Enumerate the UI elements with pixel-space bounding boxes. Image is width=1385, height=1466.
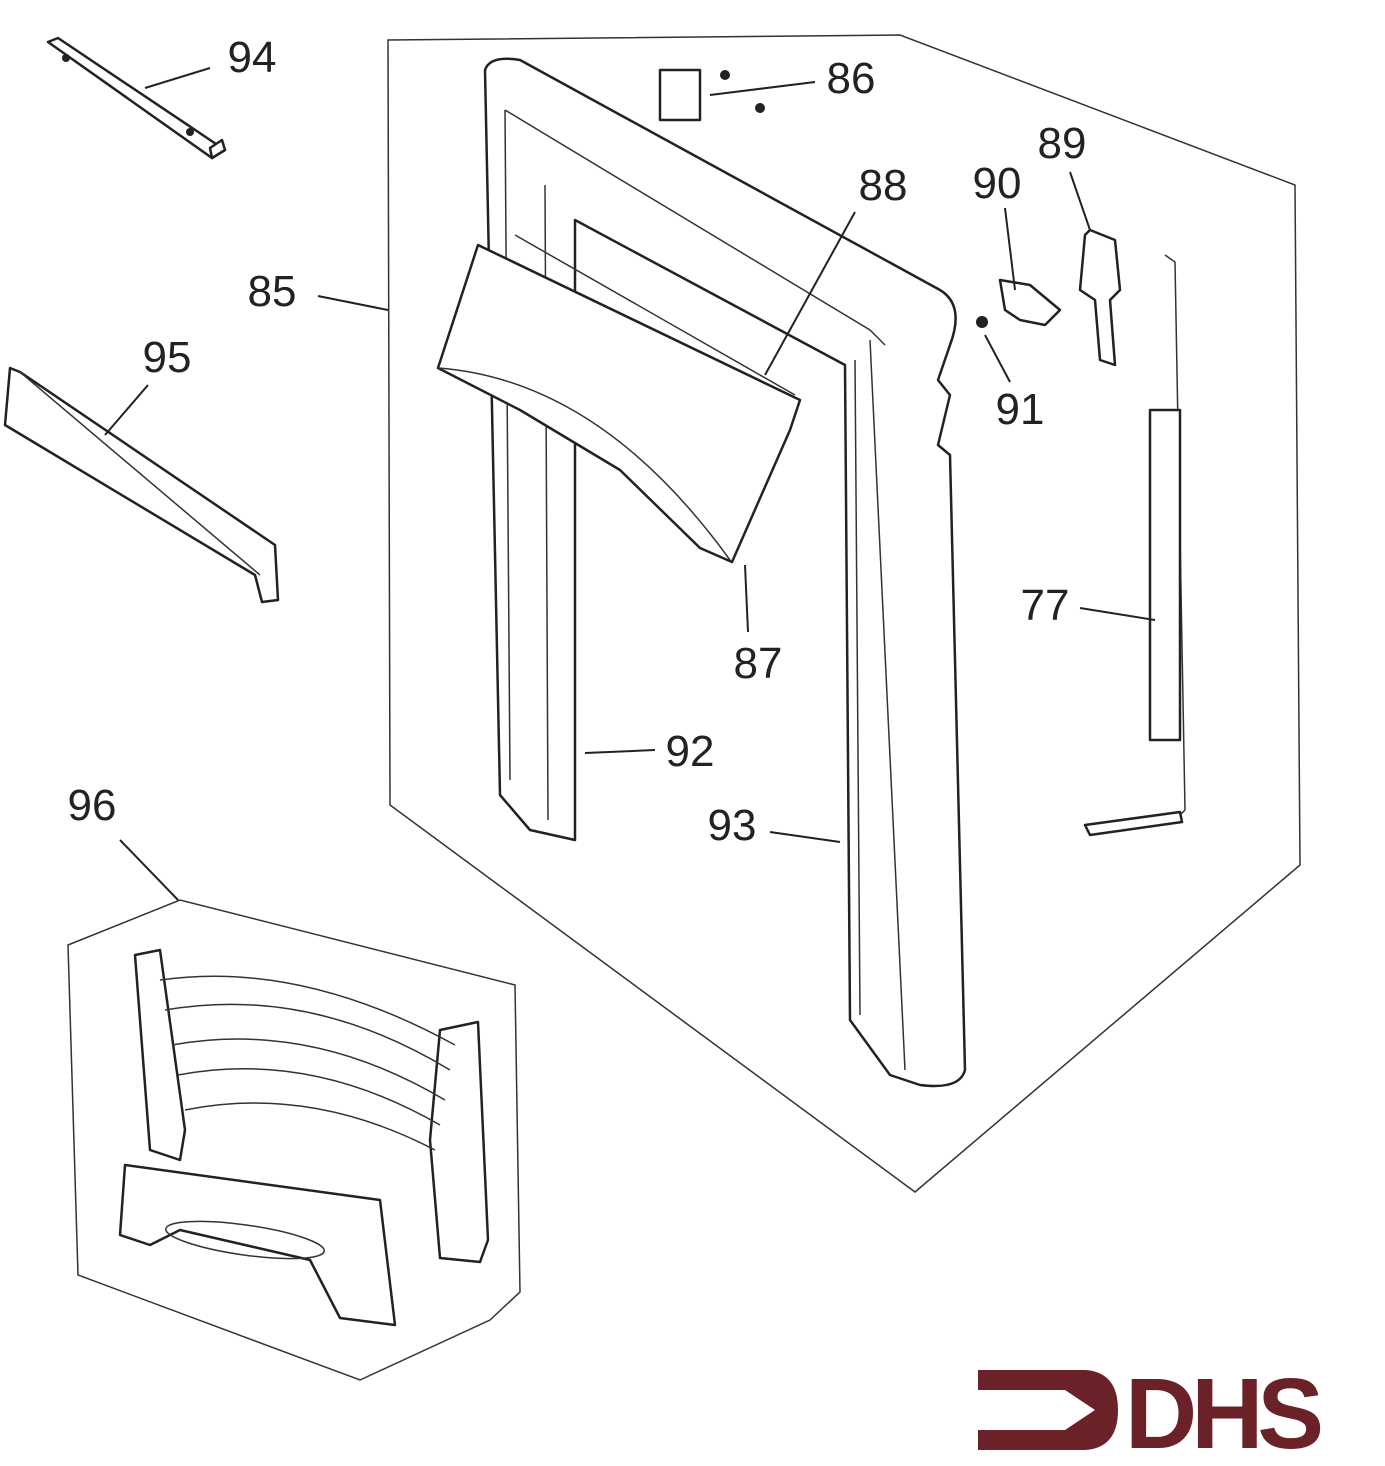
label-86: 86 xyxy=(827,54,876,103)
dhs-logo: DHS xyxy=(978,1358,1326,1466)
label-96: 96 xyxy=(68,781,117,830)
label-85: 85 xyxy=(248,267,297,316)
part-89-bracket xyxy=(1078,228,1122,367)
leader-lines xyxy=(104,67,1156,901)
part-95-trim xyxy=(3,366,280,604)
label-87: 87 xyxy=(734,639,783,688)
label-88: 88 xyxy=(859,161,908,210)
part-86-clip xyxy=(658,68,765,122)
part-96-fret xyxy=(118,948,490,1327)
part-90-catch xyxy=(998,278,1062,327)
label-95: 95 xyxy=(143,333,192,382)
part-91-screw xyxy=(976,316,988,328)
label-77: 77 xyxy=(1021,581,1070,630)
logo-text: DHS xyxy=(1125,1358,1320,1466)
label-91: 91 xyxy=(996,385,1045,434)
label-94: 94 xyxy=(228,33,277,82)
main-assembly-outline xyxy=(387,34,1301,1193)
label-89: 89 xyxy=(1038,119,1087,168)
part-85-frame xyxy=(483,57,967,1088)
fret-assembly-outline xyxy=(67,899,521,1381)
label-90: 90 xyxy=(973,159,1022,208)
part-77-rod xyxy=(1083,254,1186,837)
part-94-bracket xyxy=(46,36,227,160)
part-87-88-canopy xyxy=(436,234,802,564)
label-92: 92 xyxy=(666,727,715,776)
label-93: 93 xyxy=(708,801,757,850)
arrow-icon xyxy=(978,1370,1118,1450)
